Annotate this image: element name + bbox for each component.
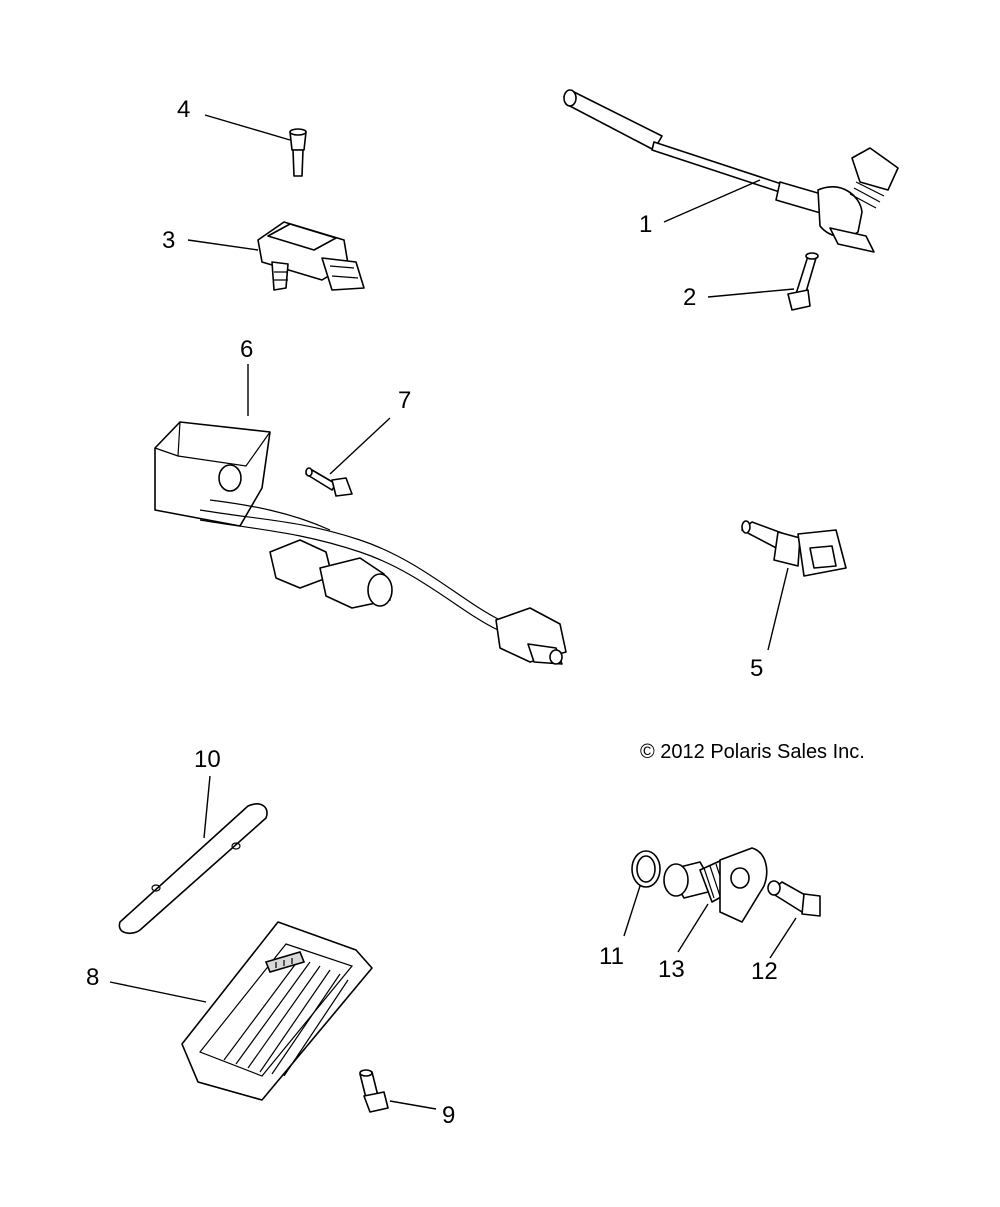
callout-4: 4	[177, 96, 191, 123]
leader-4	[204, 114, 291, 141]
part-1-sensor-cable	[563, 89, 899, 253]
leader-5	[767, 567, 789, 651]
callout-9: 9	[442, 1102, 456, 1129]
callout-13: 13	[658, 956, 685, 983]
leader-10	[203, 775, 211, 839]
leader-3	[187, 239, 259, 251]
callout-10: 10	[194, 746, 221, 773]
part-12-bolt	[767, 880, 821, 917]
callout-1: 1	[639, 211, 653, 238]
part-11-o-ring	[631, 850, 661, 888]
leader-12	[769, 917, 797, 959]
part-10-gasket	[118, 803, 268, 935]
callout-11: 11	[599, 943, 624, 970]
callout-2: 2	[683, 284, 697, 311]
part-5-temp-sensor	[741, 520, 847, 577]
part-6-relay-harness	[154, 421, 567, 665]
part-7-screw	[305, 467, 353, 497]
leader-7	[329, 417, 391, 475]
part-9-screw	[359, 1069, 389, 1113]
callout-8: 8	[86, 964, 100, 991]
leader-8	[109, 981, 207, 1003]
part-13-cam-sensor	[663, 847, 768, 923]
part-8-regulator	[181, 921, 373, 1101]
part-2-screw	[787, 252, 819, 311]
leader-11	[623, 885, 641, 937]
part-4-screw	[289, 128, 307, 177]
leader-1	[663, 179, 761, 223]
part-3-map-sensor	[257, 221, 365, 291]
callout-3: 3	[162, 227, 176, 254]
leader-13	[677, 903, 709, 953]
callout-12: 12	[751, 958, 778, 985]
callout-7: 7	[398, 387, 412, 414]
callout-5: 5	[750, 655, 764, 682]
leader-2	[707, 288, 795, 298]
leader-9	[389, 1100, 437, 1110]
callout-6: 6	[240, 336, 254, 363]
copyright-notice: © 2012 Polaris Sales Inc.	[640, 741, 865, 763]
